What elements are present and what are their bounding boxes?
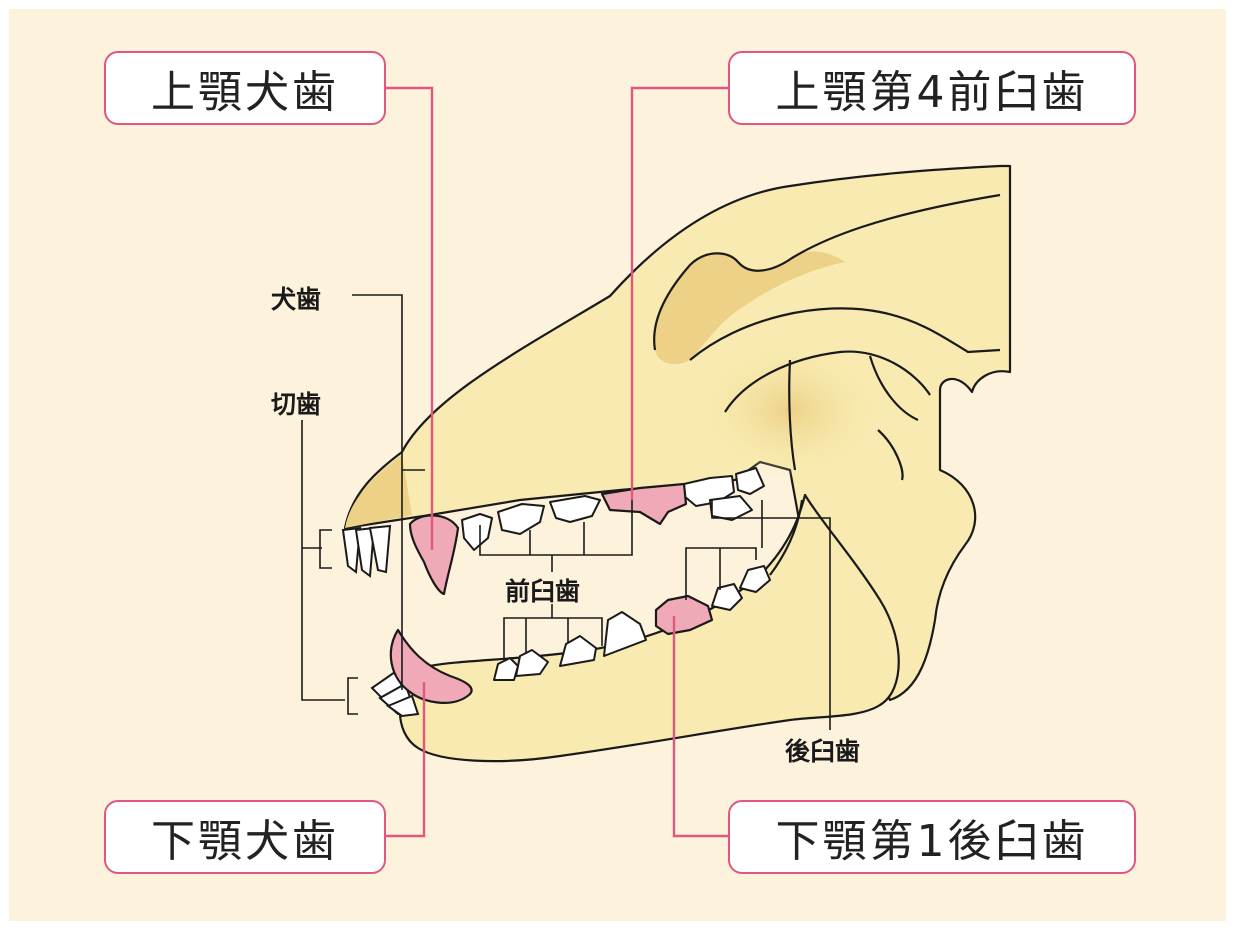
molar-label: 後臼歯: [785, 737, 861, 766]
upper-premolar4-callout: 上顎第4前臼歯: [728, 51, 1136, 125]
orbit-arch: [689, 307, 1001, 361]
upper-canine-tooth: [408, 514, 460, 596]
lower-molar1-callout: 下顎第1後臼歯: [728, 800, 1136, 874]
highlighted-teeth: [389, 482, 714, 704]
snout-shade: [345, 455, 412, 528]
brow-line: [653, 193, 1001, 351]
lower-molar1-tooth: [654, 594, 714, 636]
zygomatic-line: [788, 355, 919, 481]
upper-canine-label: 上顎犬歯: [151, 67, 339, 118]
upper-premolar4-label: 上顎第4前臼歯: [775, 67, 1089, 118]
lower-cheek-teeth: [493, 565, 771, 681]
bracket-lines: [301, 294, 831, 730]
ramus-line: [769, 499, 804, 576]
mandible-shape: [398, 493, 900, 763]
lower-canine-label: 下顎犬歯: [151, 816, 339, 867]
lower-canine-callout: 下顎犬歯: [104, 800, 386, 874]
lower-molar1-label: 下顎第1後臼歯: [775, 816, 1089, 867]
upper-cheek-teeth: [461, 467, 765, 551]
callout-leaders: [386, 86, 728, 838]
lower-incisors: [370, 670, 420, 718]
brow-shade: [654, 251, 845, 365]
upper-incisors: [341, 524, 392, 578]
upper-premolar4-tooth: [600, 482, 688, 526]
premolar-label: 前臼歯: [505, 577, 581, 606]
incisor-label: 切歯: [271, 390, 322, 419]
upper-canine-callout: 上顎犬歯: [104, 51, 386, 125]
cheek-line: [724, 350, 931, 413]
lower-canine-tooth: [389, 628, 473, 704]
canine-label: 犬歯: [271, 285, 322, 314]
